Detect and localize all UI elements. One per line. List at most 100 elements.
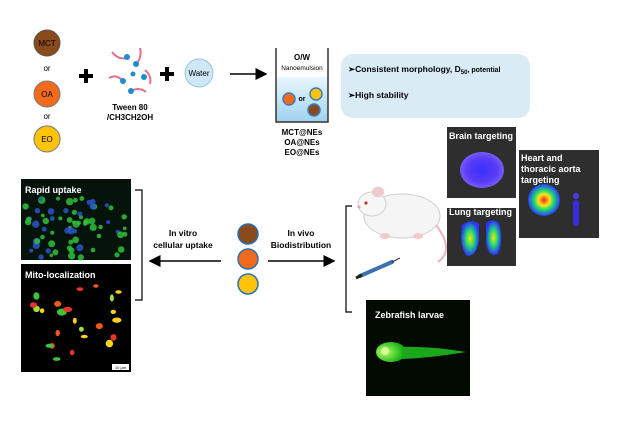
cell-spot [25,216,32,223]
cell-spot [63,208,69,214]
cell-spot [98,224,103,230]
cell-spot [77,254,84,261]
in-vivo-label-2: Biodistribution [271,240,331,250]
property-stability: ➢High stability [348,90,409,100]
in-vivo-label-1: In vivo [288,228,315,238]
oa-droplet [33,80,61,108]
cell-spot [106,220,111,225]
cell-spot [96,233,102,239]
cell-spot [29,248,34,253]
cell-spot [38,254,44,260]
heart-label-3: targeting [521,175,560,185]
cell-spot [68,252,76,260]
or-label-1: or [43,64,50,73]
nanodroplet-icons [282,87,323,117]
mito-cell-spot [39,308,45,314]
beaker-or-label: or [299,96,306,103]
mct-droplet [33,29,61,57]
mito-cell-spot [105,339,114,348]
in-vitro-bracket [135,189,143,301]
cell-spot [72,236,80,244]
property-morphology: ➢Consistent morphology, D50, potential [348,64,501,76]
cell-spot [50,230,55,235]
mito-cell-spot [95,323,103,330]
brain-label: Brain targeting [449,131,513,141]
mito-cell-spot [55,329,60,337]
mito-cell-spot [112,317,122,323]
cell-spot [42,217,49,225]
mito-cell-spot [110,334,117,341]
surfactant-label-2: /CH3CH2OH [107,113,153,122]
cell-spot [89,223,97,231]
mito-cell-spot [33,292,40,300]
cell-spot [76,244,84,252]
water-label: Water [188,69,209,78]
cell-spot [68,239,74,245]
mito-cell-spot [80,334,88,339]
mito-cell-spot [72,317,77,324]
mito-cell-spot [110,309,117,314]
cell-spot [114,252,120,258]
plus-icon-1 [79,69,93,83]
mito-localization-image [21,264,131,372]
in-vivo-bracket [345,205,352,313]
cell-spot [67,227,75,235]
cell-spot [117,246,125,253]
cell-spot [48,240,56,248]
brain-label-bg [447,127,516,142]
mct-nanoemulsion [237,223,259,245]
cell-spot [45,248,51,254]
mito-cell-spot [30,302,37,308]
mito-cell-spot [76,287,84,291]
rapid-uptake-image [21,179,131,261]
in-vitro-label-2: cellular uptake [153,240,213,250]
product-eo: EO@NEs [285,148,320,157]
cell-spot [66,217,73,223]
mct-label: MCT [38,39,55,48]
heart-aorta-imaging [519,150,599,238]
cell-spot [34,208,41,214]
lung-imaging [447,208,516,266]
cell-spot [40,213,45,218]
zebrafish-imaging [366,300,470,396]
eo-nanoemulsion [237,273,259,295]
cell-spot [88,217,96,225]
heart-label-2: thoracic aorta [521,164,582,174]
cell-spot [34,238,41,245]
cell-spot [58,216,63,221]
lung-label: Lung targeting [449,207,512,217]
cell-spot [121,214,127,220]
cell-spot [47,208,55,215]
cell-spot [52,249,59,256]
cell-spot [49,253,54,258]
cell-spot [41,226,47,232]
cell-spot [77,211,83,217]
cell-spot [73,197,78,203]
product-mct: MCT@NEs [282,128,323,137]
cell-spot [79,196,85,201]
cell-spot [83,221,88,226]
oa-nanoemulsion [237,248,259,270]
beaker-title-1: O/W [294,53,310,62]
cell-spot [108,205,114,211]
water-droplet [184,58,214,88]
zebrafish-label: Zebrafish larvae [375,310,444,320]
mito-cell-spot [93,284,99,288]
brain-imaging [447,142,516,198]
or-label-2: or [43,112,50,121]
oa-label: OA [41,90,53,99]
product-oa: OA@NEs [284,138,320,147]
cell-spot [40,234,45,240]
cell-spot [68,247,75,254]
cell-spot [49,216,55,221]
tween-head-groups [120,54,147,94]
scale-bar [112,364,129,370]
properties-panel [341,54,530,118]
cell-spot [86,199,92,205]
cell-spot [66,197,74,206]
syringe-icon [355,257,401,280]
heart-label-1: Heart and [521,153,563,163]
mito-cell-spot [52,357,61,361]
cell-spot [104,203,109,208]
